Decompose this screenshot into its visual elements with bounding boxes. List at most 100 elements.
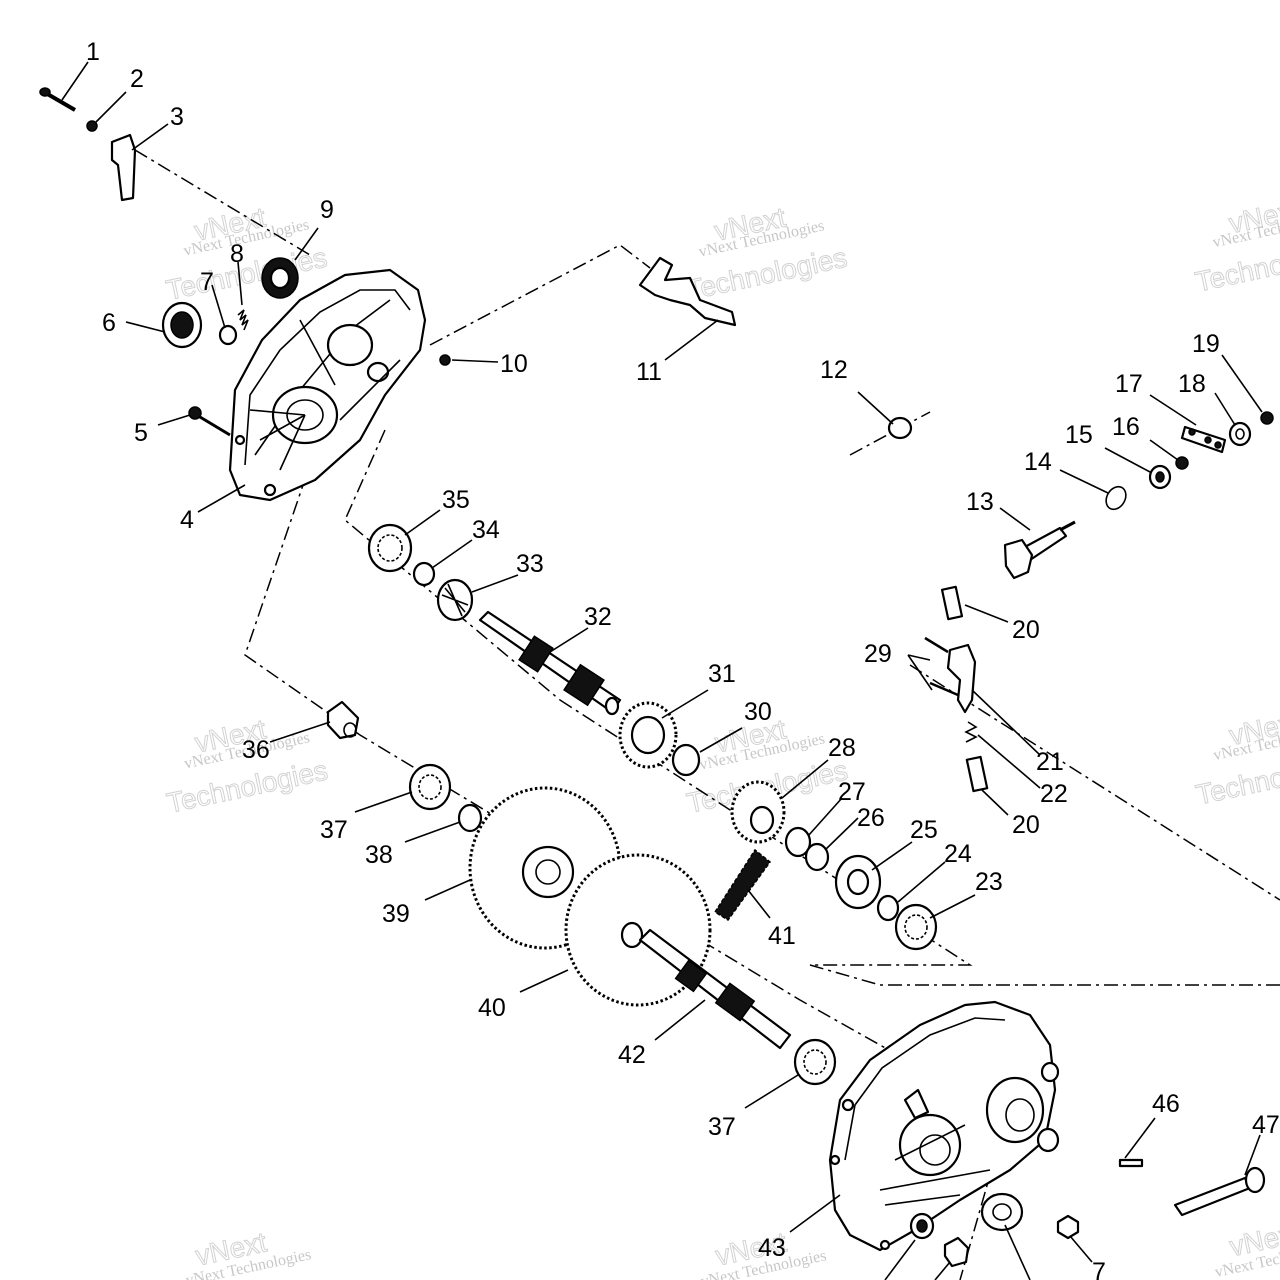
callout-11: 11: [636, 358, 662, 386]
watermark-top-right: vNext vNext Technologies Technologies: [1192, 194, 1280, 299]
callout-13: 13: [966, 488, 994, 516]
part-23-bearing: [894, 903, 938, 951]
part-14-o-ring: [1105, 485, 1127, 511]
part-32-input-shaft: [478, 610, 622, 716]
part-18-washer: [1228, 421, 1252, 447]
part-35-bearing: [367, 523, 413, 573]
callout-27: 27: [838, 778, 866, 806]
callout-37-upper: 37: [320, 816, 348, 844]
part-25-bearing: [834, 854, 882, 910]
callout-29: 29: [864, 640, 892, 668]
assembly-line-shift-fork: [429, 244, 651, 346]
callout-39: 39: [382, 900, 410, 928]
part-24-washer: [876, 894, 900, 922]
callout-37-lower: 37: [708, 1113, 736, 1141]
callout-9: 9: [320, 196, 334, 224]
part-20-bushing-upper: [940, 585, 964, 621]
part-47-bolt: [1173, 1166, 1266, 1217]
assembly-line-shift-arm: [909, 664, 1280, 901]
part-20-bushing-lower: [965, 755, 989, 793]
part-5-bolt: [188, 406, 231, 437]
watermark-top-center: vNext vNext Technologies Technologies: [683, 201, 850, 306]
part-21-shift-arm: [946, 643, 977, 714]
callout-6: 6: [102, 309, 116, 337]
assembly-line-input-shaft: [344, 429, 561, 701]
part-11-shift-fork: [638, 256, 737, 327]
assembly-line-reverse-shaft: [559, 699, 1280, 986]
callout-21: 21: [1036, 748, 1064, 776]
callout-22: 22: [1040, 780, 1068, 808]
part-2-washer: [86, 120, 98, 132]
callout-18: 18: [1178, 370, 1206, 398]
watermark-mid-right: vNext vNext Technologies Technologies: [1193, 706, 1280, 811]
callout-43: 43: [758, 1234, 786, 1262]
callout-34: 34: [472, 516, 500, 544]
part-4-left-case-cover: [228, 268, 427, 502]
callout-47: 47: [1252, 1111, 1280, 1139]
callout-36: 36: [242, 736, 270, 764]
callout-7: 7: [200, 268, 214, 296]
part-46-pin: [1118, 1158, 1144, 1168]
part-37-bearing-upper: [408, 763, 452, 811]
part-36-bushing: [326, 700, 360, 740]
assembly-line-washer-12: [849, 411, 931, 456]
callout-17: 17: [1115, 370, 1143, 398]
part-31-gear: [618, 701, 678, 769]
callout-40: 40: [478, 994, 506, 1022]
part-22-spring: [964, 721, 978, 743]
callout-46: 46: [1152, 1090, 1180, 1118]
callout-23: 23: [975, 868, 1003, 896]
assembly-line-output-shaft: [244, 449, 961, 1091]
part-13-shift-shaft: [1003, 520, 1076, 580]
callout-25: 25: [910, 816, 938, 844]
part-6-seal: [161, 301, 203, 349]
callout-38: 38: [365, 841, 393, 869]
callout-26: 26: [857, 804, 885, 832]
callout-5: 5: [134, 419, 148, 447]
callout-28: 28: [828, 734, 856, 762]
callout-2: 2: [130, 65, 144, 93]
callout-41: 41: [768, 922, 796, 950]
part-12-washer: [887, 416, 913, 440]
part-41-chain: [713, 848, 772, 922]
part-10-nut: [439, 354, 451, 366]
callout-7-lower: 7: [1092, 1258, 1106, 1280]
assembly-lines: [134, 149, 1280, 1280]
parts: [39, 87, 1274, 1268]
callout-1: 1: [86, 38, 100, 66]
part-washer-bottom: [909, 1212, 935, 1240]
callout-24: 24: [944, 840, 972, 868]
part-27-ring: [784, 826, 812, 858]
part-19-nut: [1260, 411, 1274, 425]
callout-42: 42: [618, 1041, 646, 1069]
callout-15: 15: [1065, 421, 1093, 449]
assembly-line-bolt: [134, 149, 311, 256]
callout-20-upper: 20: [1012, 616, 1040, 644]
part-38-washer: [457, 803, 483, 833]
callout-4: 4: [180, 506, 194, 534]
callout-31: 31: [708, 660, 736, 688]
part-43-right-case: [828, 1000, 1060, 1252]
callout-33: 33: [516, 550, 544, 578]
part-8-spring: [237, 309, 249, 331]
part-28-gear: [730, 780, 786, 844]
part-17-lever: [1180, 425, 1227, 454]
part-29-pin-lower: [929, 681, 959, 697]
part-15-washer: [1148, 464, 1172, 490]
callout-3: 3: [170, 103, 184, 131]
part-30-ring: [671, 743, 701, 777]
callout-19: 19: [1192, 330, 1220, 358]
part-33-needle-bearing: [436, 578, 474, 622]
callout-12: 12: [820, 356, 848, 384]
part-seal-bottom: [980, 1192, 1024, 1232]
callout-35: 35: [442, 486, 470, 514]
part-16-nut: [1175, 456, 1189, 470]
part-plug-bottom: [943, 1236, 970, 1268]
callout-14: 14: [1024, 448, 1052, 476]
callout-30: 30: [744, 698, 772, 726]
part-9-seal: [261, 257, 299, 299]
part-1-bolt: [39, 87, 77, 112]
callout-32: 32: [584, 603, 612, 631]
part-7-nut-lower: [1056, 1214, 1080, 1240]
